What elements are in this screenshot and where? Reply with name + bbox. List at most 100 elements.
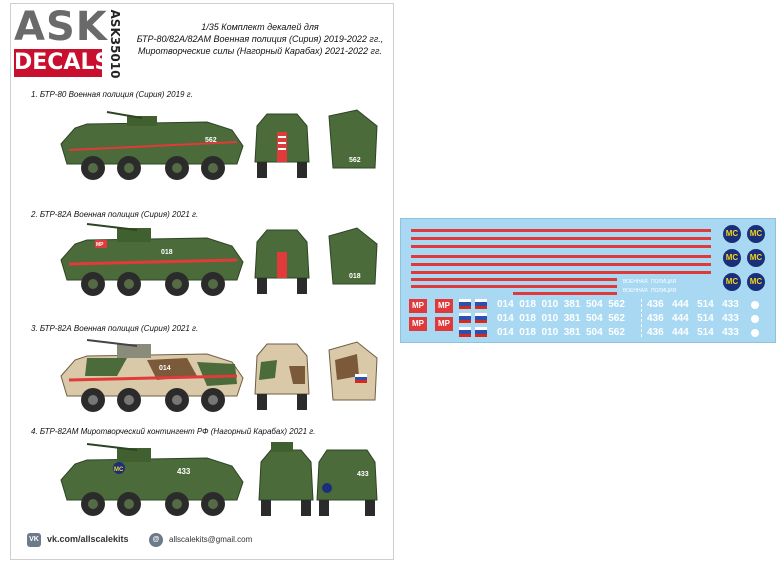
variant-2-side-view: MP 018 [60,223,244,296]
decal-number: 014 [497,299,514,310]
contact-bar: VK vk.com/allscalekits @ allscalekits@gm… [17,531,387,551]
russian-flag-icon [459,313,471,323]
variant-3-caption: 3. БТР-82А Военная полиция (Сирия) 2021 … [31,324,199,333]
mp-decal: MP [435,317,453,331]
decal-number: 504 [586,299,603,310]
decal-number: 010 [541,313,559,324]
variant-4-front-view [258,442,314,516]
small-text-1: ВОЕННАЯ [623,279,648,285]
variant-1-rear-view: 562 [328,109,378,169]
decal-number: 504 [586,327,603,338]
variant-2-rear-number: 018 [349,273,361,280]
mc-number-row: 436 444 514 433 [647,313,739,324]
decal-number: 433 [722,327,739,338]
decal-number: 014 [497,327,514,338]
mp-decal: MP [435,299,453,313]
vk-icon: VK [27,533,41,547]
mc-decal: MC [747,225,765,243]
decal-number: 381 [563,313,581,324]
decal-number: 514 [697,313,714,324]
number-row: 014 018 010 381 504 562 [497,299,625,310]
variant-3-side-number: 014 [159,365,171,372]
small-text-2: ВОЕННАЯ [623,288,648,294]
decal-number: 504 [586,313,603,324]
short-stripe-2 [411,285,515,288]
mc-number-row: 436 444 514 433 [647,327,739,338]
short-stripe-5 [513,292,617,295]
decal-number: 444 [672,299,689,310]
russian-flag-icon [475,299,487,309]
vk-link[interactable]: vk.com/allscalekits [47,534,129,544]
variant-3-drawings: 014 [60,339,378,412]
mp-decal: MP [409,299,427,313]
decal-number: 436 [647,327,664,338]
short-stripe-1 [411,278,515,281]
red-stripe-6 [411,271,711,274]
decal-number: 381 [563,327,581,338]
white-dot [751,315,759,323]
title-line-3: Миротворческие силы (Нагорный Карабах) 2… [138,46,382,56]
decal-number: 444 [672,327,689,338]
red-stripe-1 [411,229,711,232]
mc-decal: MC [723,249,741,267]
email-icon: @ [149,533,163,547]
variant-3-side-view: 014 [60,339,244,412]
mc-decal: MC [747,273,765,291]
title-line-2: БТР-80/82А/82АМ Военная полиция (Сирия) … [136,34,384,44]
mc-decal: MC [723,225,741,243]
decal-number: 381 [563,299,581,310]
decal-number: 444 [672,313,689,324]
email-address[interactable]: allscalekits@gmail.com [169,535,253,544]
number-row: 014 018 010 381 504 562 [497,313,625,324]
variant-1-side-number: 562 [205,137,217,144]
small-text-3: ПОЛИЦИЯ [651,279,677,285]
decal-number: 514 [697,299,714,310]
russian-flag-icon [475,313,487,323]
variant-2-front-view [254,229,310,294]
red-stripe-2 [411,237,711,240]
variant-3-front-view [254,343,310,410]
variant-2-rear-view: 018 [328,227,378,285]
short-stripe-4 [513,285,617,288]
variant-2-drawings: MP 018 018 [60,223,378,296]
variant-2-side-number: 018 [161,249,173,256]
red-stripe-5 [411,263,711,266]
decal-number: 433 [722,299,739,310]
sheet-title: 1/35 Комплект декалей для БТР-80/82А/82А… [129,21,391,57]
decal-number: 433 [722,313,739,324]
decal-number: 562 [608,327,625,338]
red-stripe-3 [411,245,711,248]
variant-2-caption: 2. БТР-82А Военная полиция (Сирия) 2021 … [31,210,199,219]
decal-number: 436 [647,299,664,310]
variant-1-front-view [254,113,310,178]
product-code: ASK35010 [105,8,125,80]
variant-1-side-view: 562 [60,111,244,180]
decal-number: 514 [697,327,714,338]
mc-decal: MC [747,249,765,267]
logo-decals-text: DECALS [14,49,111,77]
variant-1-rear-number: 562 [349,157,361,164]
russian-flag-icon [459,327,471,337]
variant-4-rear-view: 433 [316,449,378,516]
variant-4-mc-mark: MC [114,467,124,473]
logo-ask-text: ASK [14,4,108,50]
variant-4-side-number: 433 [177,467,191,476]
ask-decals-logo: ASK DECALS [11,4,111,82]
variant-2-mp-mark: MP [96,242,104,248]
variant-1-drawings: 562 562 [60,109,378,180]
decal-number: 562 [608,313,625,324]
decal-number: 018 [519,327,536,338]
decal-number: 436 [647,313,664,324]
decal-number: 018 [519,299,536,310]
short-stripe-3 [513,278,617,281]
variant-4-side-view: MC 433 [60,443,244,516]
white-dot [751,329,759,337]
decal-number: 562 [608,299,625,310]
title-line-1: 1/35 Комплект декалей для [201,22,319,32]
small-text-4: ПОЛИЦИЯ [651,288,677,294]
red-stripe-4 [411,255,711,258]
decal-sheet: ВОЕННАЯ ВОЕННАЯ ПОЛИЦИЯ ПОЛИЦИЯ MC MC MC… [400,218,776,343]
instruction-sheet: ASK DECALS ASK35010 1/35 Комплект декале… [10,3,394,560]
product-code-text: ASK35010 [108,9,122,79]
mc-number-row: 436 444 514 433 [647,299,739,310]
